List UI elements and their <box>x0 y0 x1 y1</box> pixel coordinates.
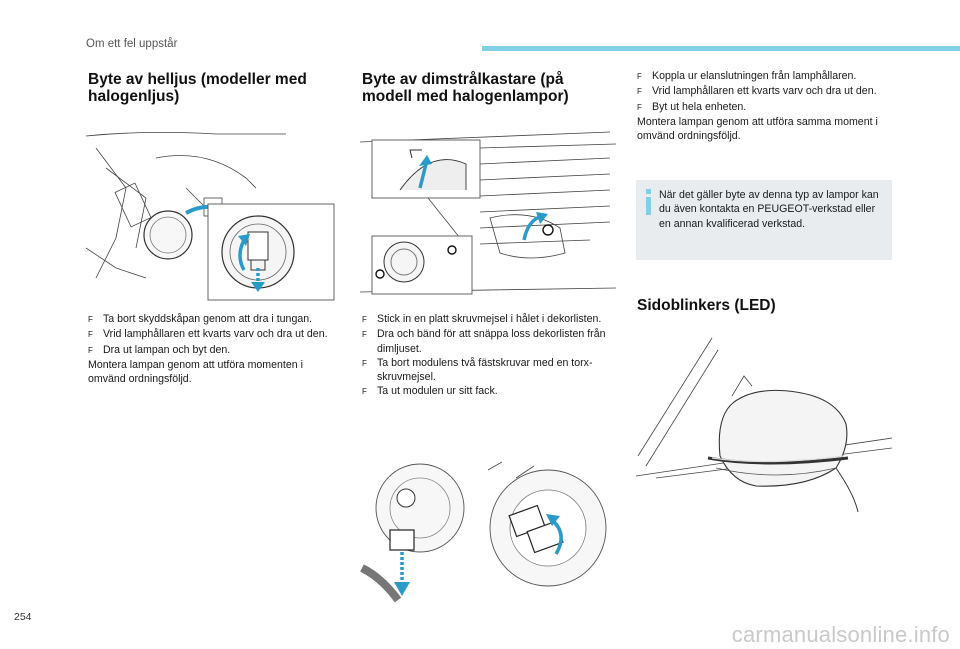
step-text: Ta bort modulens två fästskruvar med en … <box>377 356 593 384</box>
fog-light-illustration <box>359 131 617 295</box>
fog-bulb-illustration <box>360 461 607 603</box>
reassembly-note: Montera lampan genom att utföra momenten… <box>88 358 303 386</box>
fog-light-title: Byte av dimstrålkastare (på modell med h… <box>362 71 569 105</box>
step-text: Dra ut lampan och byt den. <box>103 343 231 356</box>
bullet-icon: F <box>362 315 367 324</box>
bullet-icon: F <box>637 102 642 112</box>
bulb-holder-instructions: F Koppla ur elanslutningen från lamphåll… <box>637 69 895 143</box>
list-item: F Ta bort skyddskåpan genom att dra i tu… <box>88 312 340 327</box>
header-accent-bar <box>482 46 960 51</box>
list-item: F Dra ut lampan och byt den. <box>88 343 340 358</box>
bullet-icon: F <box>88 315 93 324</box>
list-item: F Vrid lamphållaren ett kvarts varv och … <box>637 84 895 99</box>
bullet-icon: F <box>362 330 367 340</box>
bullet-icon: F <box>362 358 367 368</box>
page-number: 254 <box>14 611 32 623</box>
step-text: Dra och bänd för att snäppa loss dekorli… <box>377 328 606 355</box>
list-item: F Stick in en platt skruvmejsel i hålet … <box>362 312 618 327</box>
watermark: carmanualsonline.info <box>731 622 950 647</box>
list-item: F Ta bort modulens två fästskruvar med e… <box>362 356 618 385</box>
side-mirror-illustration <box>635 337 893 513</box>
step-text: Vrid lamphållaren ett kvarts varv och dr… <box>652 85 877 98</box>
step-text: Ta bort skyddskåpan genom att dra i tung… <box>103 313 313 325</box>
step-text: Koppla ur elanslutningen från lamphållar… <box>652 70 857 82</box>
list-item: F Koppla ur elanslutningen från lamphåll… <box>637 69 895 84</box>
step-text: Vrid lamphållaren ett kvarts varv och dr… <box>103 328 328 341</box>
list-item: F Ta ut modulen ur sitt fack. <box>362 384 618 399</box>
bullet-icon: F <box>88 345 93 355</box>
info-icon <box>646 189 651 215</box>
bullet-icon: F <box>362 387 367 397</box>
list-item: F Byt ut hela enheten. <box>637 100 895 115</box>
step-text: Ta ut modulen ur sitt fack. <box>377 385 498 398</box>
step-text: Byt ut hela enheten. <box>652 100 747 113</box>
step-text: Stick in en platt skruvmejsel i hålet i … <box>377 313 602 325</box>
list-item: F Dra och bänd för att snäppa loss dekor… <box>362 327 618 356</box>
high-beam-illustration <box>85 132 335 301</box>
bullet-icon: F <box>88 330 93 340</box>
high-beam-instructions: F Ta bort skyddskåpan genom att dra i tu… <box>88 312 340 386</box>
bullet-icon: F <box>637 72 642 81</box>
info-text: När det gäller byte av denna typ av lamp… <box>659 189 879 230</box>
section-label: Om ett fel uppstår <box>86 38 178 50</box>
fog-light-instructions: F Stick in en platt skruvmejsel i hålet … <box>362 312 618 400</box>
high-beam-title: Byte av helljus (modeller med halogenlju… <box>88 71 307 105</box>
info-box: När det gäller byte av denna typ av lamp… <box>636 180 892 260</box>
side-indicator-title: Sidoblinkers (LED) <box>637 297 776 314</box>
reassembly-note: Montera lampan genom att utföra samma mo… <box>637 115 878 143</box>
bullet-icon: F <box>637 87 642 97</box>
list-item: F Vrid lamphållaren ett kvarts varv och … <box>88 327 340 342</box>
